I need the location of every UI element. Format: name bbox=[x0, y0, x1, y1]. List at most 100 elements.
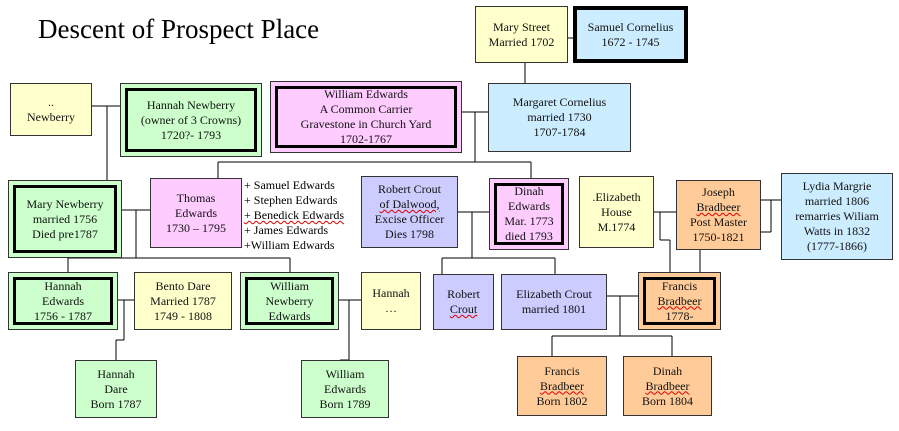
person-detail: Died pre1787 bbox=[32, 226, 98, 241]
person-hannah-dare: Hannah Dare Born 1787 bbox=[75, 360, 157, 418]
person-name: Joseph bbox=[702, 185, 735, 199]
person-detail: 1750-1821 bbox=[692, 230, 745, 244]
person-name: .Elizabeth bbox=[592, 189, 641, 204]
person-lydia-margrie: Lydia Margrie married 1806 remarries Wil… bbox=[781, 173, 893, 260]
person-name: Francis bbox=[544, 363, 580, 378]
person-detail: 1730 – 1795 bbox=[166, 220, 226, 235]
person-name: .. bbox=[48, 94, 54, 109]
person-name: Newberry bbox=[265, 293, 314, 308]
person-name: Edwards bbox=[42, 293, 84, 308]
person-name: Bradbeer bbox=[696, 200, 741, 214]
person-thomas-edwards: Thomas Edwards 1730 – 1795 bbox=[150, 178, 242, 248]
person-name: William bbox=[325, 366, 365, 381]
person-dinah-edwards: Dinah Edwards Mar. 1773 died 1793 bbox=[489, 178, 569, 250]
person-name: William Edwards bbox=[324, 87, 408, 101]
person-name: Edwards bbox=[268, 308, 311, 323]
person-name: Bradbeer bbox=[540, 378, 584, 393]
person-detail: (1777-1866) bbox=[807, 239, 867, 253]
person-name: Francis bbox=[661, 278, 698, 293]
person-detail: (owner of 3 Crowns) bbox=[140, 112, 242, 127]
person-mary-newberry: Mary Newberry married 1756 Died pre1787 bbox=[8, 180, 122, 258]
person-name: Bradbeer bbox=[645, 378, 690, 393]
person-name: Margaret Cornelius bbox=[512, 95, 607, 109]
person-detail: Excise Officer bbox=[374, 212, 445, 226]
person-william-newberry-edwards: William Newberry Edwards bbox=[240, 272, 339, 330]
person-francis-bradbeer: Francis Bradbeer 1778- bbox=[638, 272, 721, 330]
person-detail: remarries Wiliam bbox=[795, 209, 879, 223]
person-detail: Born 1789 bbox=[319, 396, 371, 411]
person-detail: married 1730 bbox=[527, 110, 592, 124]
person-detail: … bbox=[385, 301, 397, 315]
person-william-edwards-1789: William Edwards Born 1789 bbox=[301, 360, 389, 418]
person-name: Edwards bbox=[508, 199, 550, 213]
person-detail: Born 1804 bbox=[642, 393, 693, 408]
person-name: Bento Dare bbox=[155, 278, 211, 293]
diagram-title: Descent of Prospect Place bbox=[38, 14, 320, 44]
person-detail: 1720?- 1793 bbox=[160, 127, 222, 142]
person-detail: Post Master bbox=[690, 215, 747, 229]
person-detail: Born 1787 bbox=[90, 396, 142, 411]
person-name: Dinah bbox=[652, 363, 683, 378]
person-detail: 1702-1767 bbox=[340, 132, 392, 146]
person-mary-street: Mary Street Married 1702 bbox=[475, 6, 568, 63]
sibling-entry: +William Edwards bbox=[244, 238, 335, 252]
person-samuel-cornelius: Samuel Cornelius 1672 - 1745 bbox=[573, 6, 688, 63]
person-margaret-cornelius: Margaret Cornelius married 1730 1707-178… bbox=[488, 83, 631, 152]
person-name: Dare bbox=[104, 381, 128, 396]
person-name: Thomas bbox=[176, 190, 216, 205]
person-name: Dinah bbox=[514, 184, 544, 198]
person-detail: 1778- bbox=[665, 308, 694, 323]
person-detail: Mar. 1773 bbox=[504, 214, 554, 228]
person-joseph-bradbeer: Joseph Bradbeer Post Master 1750-1821 bbox=[676, 180, 761, 250]
person-bento-dare: Bento Dare Married 1787 1749 - 1808 bbox=[134, 272, 232, 330]
sibling-entry: + Samuel Edwards bbox=[244, 178, 335, 192]
person-name: Edwards bbox=[175, 205, 217, 220]
sibling-entry: + Stephen Edwards bbox=[244, 193, 338, 207]
person-name: Hannah bbox=[97, 366, 135, 381]
person-detail: 1672 - 1745 bbox=[601, 34, 660, 49]
person-elizabeth-crout: Elizabeth Crout married 1801 bbox=[501, 274, 607, 330]
person-name: Edwards bbox=[324, 381, 366, 396]
person-name: Hannah Newberry bbox=[146, 97, 236, 112]
person-dinah-bradbeer-1804: Dinah Bradbeer Born 1804 bbox=[623, 356, 712, 416]
person-robert-crout-sr: Robert Crout of Dalwood, Excise Officer … bbox=[361, 176, 458, 248]
person-detail: Dies 1798 bbox=[385, 227, 434, 241]
person-detail: married 1801 bbox=[521, 302, 587, 316]
sibling-entry: + James Edwards bbox=[244, 223, 329, 237]
person-name: Robert Crout bbox=[378, 182, 441, 196]
person-name: Elizabeth Crout bbox=[516, 287, 592, 301]
siblings-list: + Samuel Edwards + Stephen Edwards + Ben… bbox=[244, 178, 344, 253]
person-name: Hannah bbox=[44, 278, 82, 293]
person-name: House bbox=[601, 204, 632, 219]
person-name: Mary Street bbox=[493, 19, 550, 34]
person-detail: married 1806 bbox=[804, 194, 870, 208]
person-detail: died 1793 bbox=[505, 229, 553, 243]
person-detail: M.1774 bbox=[597, 219, 636, 234]
person-name: Bradbeer bbox=[657, 293, 702, 308]
person-name: Crout bbox=[449, 302, 478, 316]
person-detail: 1749 - 1808 bbox=[154, 308, 212, 323]
person-detail: A Common Carrier bbox=[319, 102, 413, 116]
person-hannah-newberry: Hannah Newberry (owner of 3 Crowns) 1720… bbox=[120, 83, 262, 157]
person-detail: of Dalwood, bbox=[379, 197, 440, 211]
person-name: Lydia Margrie bbox=[802, 179, 872, 193]
person-detail: Born 1802 bbox=[536, 393, 588, 408]
person-detail: Married 1787 bbox=[150, 293, 216, 308]
person-name: Mary Newberry bbox=[26, 196, 104, 211]
person-francis-bradbeer-1802: Francis Bradbeer Born 1802 bbox=[517, 356, 607, 416]
person-detail: 1707-1784 bbox=[533, 125, 586, 139]
person-robert-crout-jr: Robert Crout bbox=[433, 274, 494, 330]
person-name: Robert bbox=[447, 287, 480, 301]
person-detail: Watts in 1832 bbox=[803, 224, 871, 238]
person-detail: married 1756 bbox=[32, 211, 98, 226]
sibling-entry: + Benedick Edwards bbox=[244, 208, 345, 222]
person-name: William bbox=[270, 278, 309, 293]
person-william-edwards: William Edwards A Common Carrier Gravest… bbox=[270, 81, 462, 153]
person-name: Samuel Cornelius bbox=[587, 19, 674, 34]
person-name: Hannah bbox=[372, 286, 410, 300]
person-newberry: .. Newberry bbox=[10, 83, 92, 136]
person-detail: Gravestone in Church Yard bbox=[300, 117, 432, 131]
person-detail: 1756 - 1787 bbox=[34, 308, 92, 323]
